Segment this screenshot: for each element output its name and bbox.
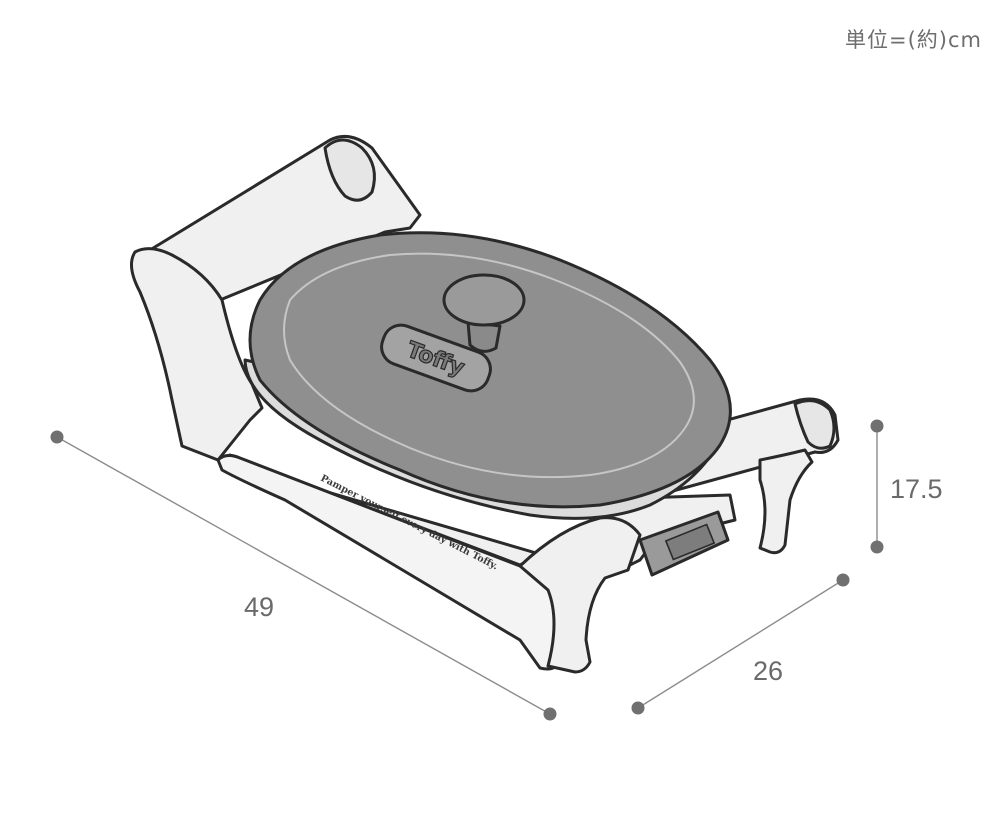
- depth-end-dot: [836, 573, 850, 587]
- grill-illustration: Toffy Pamper yourself every day with Tof…: [129, 134, 840, 674]
- height-start-dot: [870, 419, 884, 433]
- depth-start-dot: [631, 701, 645, 715]
- dimension-width: 49: [50, 430, 557, 721]
- power-connector: [638, 510, 730, 577]
- width-start-dot: [50, 430, 64, 444]
- lid-knob: [442, 273, 526, 353]
- dimension-height: 17.5: [870, 419, 943, 554]
- height-value: 17.5: [890, 474, 943, 504]
- right-front-leg: [518, 516, 642, 674]
- depth-value: 26: [753, 656, 783, 686]
- lid-inner-line: [283, 252, 695, 479]
- width-end-dot: [543, 707, 557, 721]
- dimension-depth: 26: [631, 573, 850, 715]
- width-value: 49: [244, 592, 274, 622]
- width-dimension-line: [56, 436, 551, 715]
- height-end-dot: [870, 540, 884, 554]
- right-back-leg: [758, 448, 814, 555]
- right-rail-cap: [793, 399, 836, 450]
- back-rail-cap: [323, 138, 376, 202]
- unit-label: 単位=(約)cm: [845, 28, 982, 52]
- depth-dimension-line: [637, 579, 844, 709]
